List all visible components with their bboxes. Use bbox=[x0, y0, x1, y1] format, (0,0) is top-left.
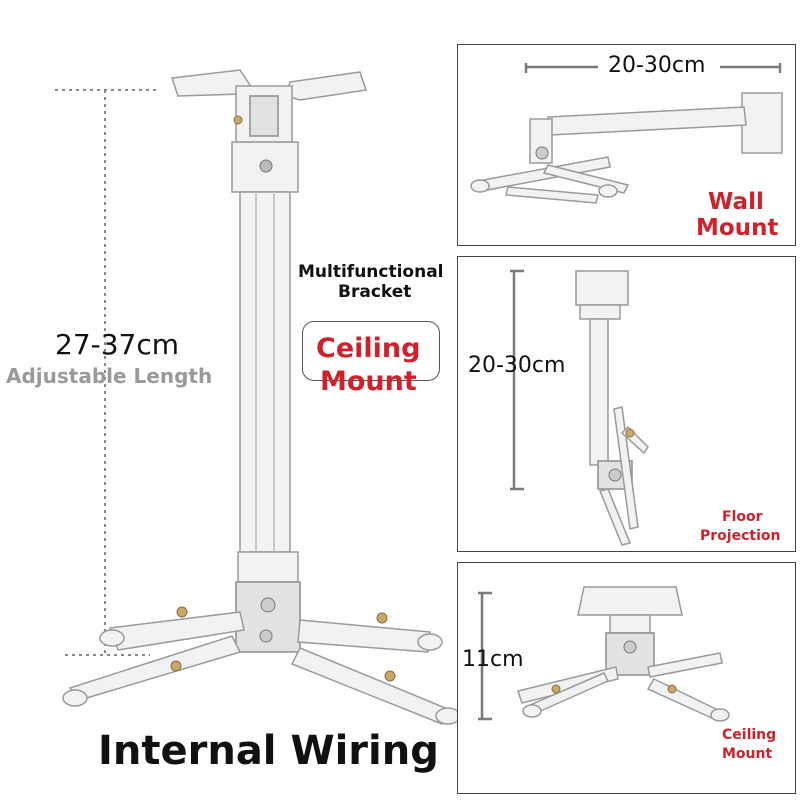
wall-mount-dimension: 20-30cm bbox=[608, 53, 706, 78]
adjustable-length-value: 27-37cm bbox=[55, 328, 180, 361]
adjustable-length-label: Adjustable Length bbox=[6, 364, 213, 388]
floor-projection-label-line1: Floor bbox=[722, 509, 763, 525]
wall-mount-panel: 20-30cm Wall Mount bbox=[457, 44, 796, 246]
ceiling-mount-label-line2: Mount bbox=[722, 746, 773, 762]
floor-projection-label-line2: Projection bbox=[700, 528, 781, 544]
feature-label-line2: Bracket bbox=[338, 282, 412, 302]
ceiling-mount-label-line1: Ceiling bbox=[722, 727, 777, 743]
ceiling-mount-panel: 11cm Ceiling Mount bbox=[457, 562, 796, 794]
wall-mount-label-line2: Mount bbox=[696, 215, 779, 241]
feature-label-line1: Multifunctional bbox=[298, 262, 444, 282]
floor-projection-panel: 20-30cm Floor Projection bbox=[457, 256, 796, 552]
floor-projection-dimension: 20-30cm bbox=[468, 353, 566, 378]
floor-projection-illustration bbox=[510, 269, 649, 546]
mount-type-line1: Ceiling bbox=[316, 333, 421, 364]
wall-mount-label-line1: Wall bbox=[708, 189, 764, 215]
mount-type-badge bbox=[302, 321, 440, 381]
ceiling-mount-illustration bbox=[478, 586, 730, 722]
ceiling-mount-dimension: 11cm bbox=[462, 647, 524, 672]
bottom-caption: Internal Wiring bbox=[98, 728, 439, 774]
mount-type-line2: Mount bbox=[320, 366, 417, 397]
wall-mount-illustration bbox=[470, 63, 783, 204]
